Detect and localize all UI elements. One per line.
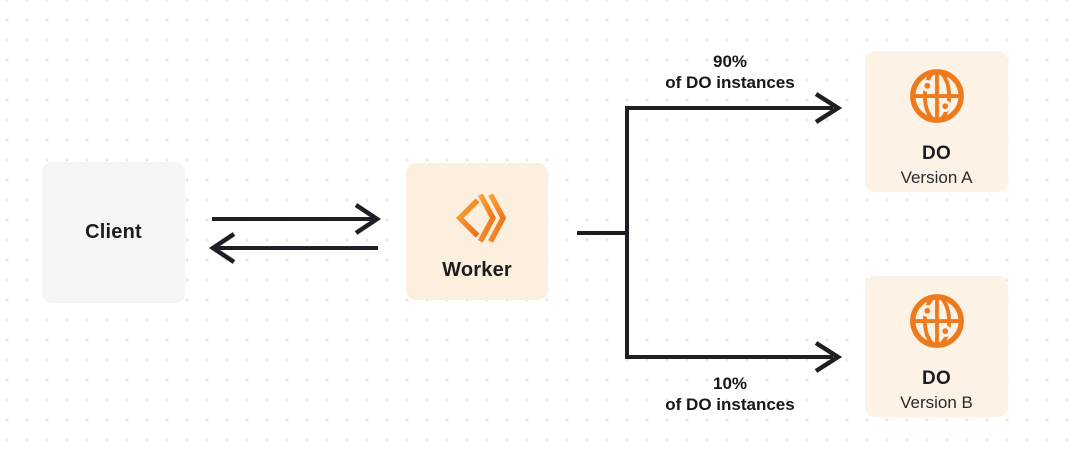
client-node: Client: [42, 162, 185, 303]
do-a-title: DO: [922, 143, 951, 164]
client-label: Client: [85, 221, 142, 243]
worker-label: Worker: [442, 258, 512, 281]
worker-node: Worker: [406, 163, 548, 300]
top-branch-percent: 90%: [712, 52, 748, 71]
bottom-branch-label: 10% of DO instances: [630, 373, 830, 415]
globe-icon: [909, 69, 964, 123]
do-version-a-node: DO Version A: [865, 51, 1008, 192]
top-branch-label: 90% of DO instances: [630, 51, 830, 93]
branch-top-arrow-head: [814, 92, 843, 124]
client-to-worker-arrow-head: [354, 203, 382, 235]
bottom-branch-caption: of DO instances: [665, 395, 795, 414]
do-b-title: DO: [922, 368, 951, 389]
do-b-subtitle: Version B: [900, 393, 973, 412]
bottom-branch-percent: 10%: [712, 374, 748, 393]
top-branch-caption: of DO instances: [665, 73, 795, 92]
do-version-b-node: DO Version B: [865, 276, 1008, 417]
globe-icon: [909, 294, 964, 348]
branch-lines: [625, 106, 833, 359]
worker-to-client-arrow-head: [208, 232, 236, 264]
do-a-subtitle: Version A: [900, 168, 973, 187]
workers-icon: [455, 192, 506, 243]
branch-bottom-arrow-head: [814, 341, 843, 373]
